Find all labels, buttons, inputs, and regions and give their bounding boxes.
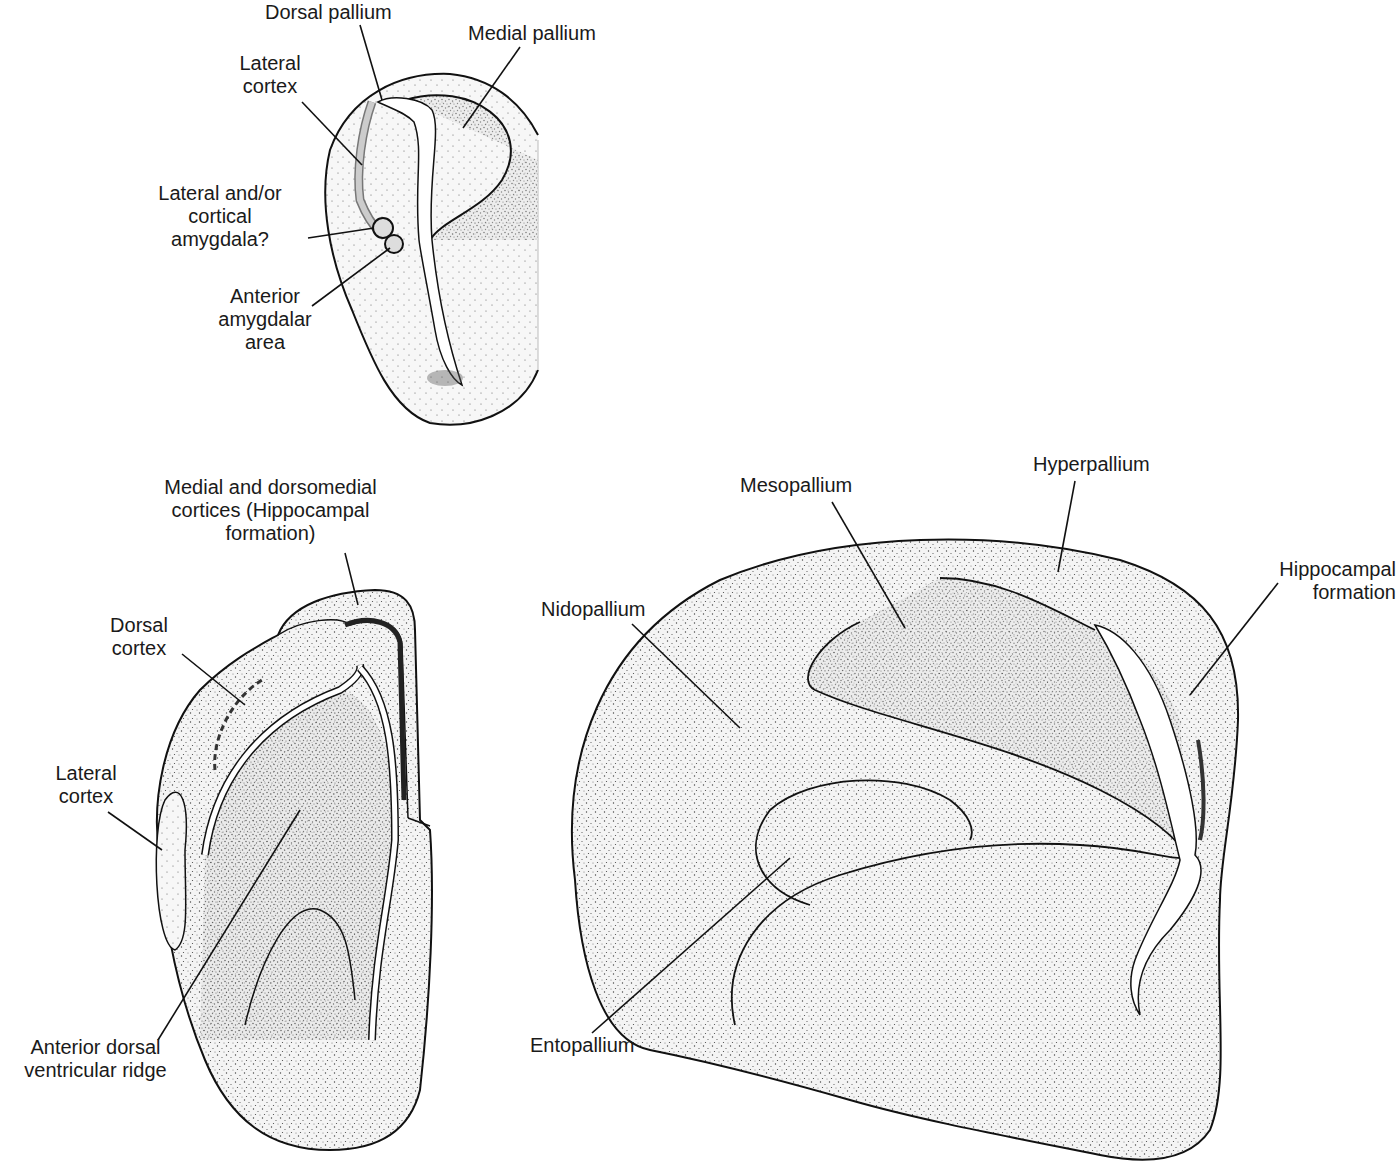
region-label: Hippocampal formation	[1254, 558, 1396, 604]
region-label: Lateral and/or cortical amygdala?	[140, 182, 300, 251]
region-label: Dorsal cortex	[96, 614, 182, 660]
region-label: Nidopallium	[541, 598, 691, 621]
region-label: Dorsal pallium	[265, 1, 425, 24]
top-section	[325, 74, 538, 425]
region-label: Medial and dorsomedial cortices (Hippoca…	[128, 476, 413, 545]
region-label: Medial pallium	[468, 22, 628, 45]
region-label: Anterior amygdalar area	[200, 285, 330, 354]
region-label: Entopallium	[530, 1034, 680, 1057]
right-section	[572, 540, 1238, 1160]
leader-lines	[108, 25, 1278, 1040]
region-label: Hyperpallium	[1033, 453, 1183, 476]
lower-left-section	[156, 590, 432, 1150]
region-label: Mesopallium	[740, 474, 890, 497]
region-label: Lateral cortex	[42, 762, 130, 808]
region-label: Anterior dorsal ventricular ridge	[3, 1036, 188, 1082]
region-label: Lateral cortex	[225, 52, 315, 98]
